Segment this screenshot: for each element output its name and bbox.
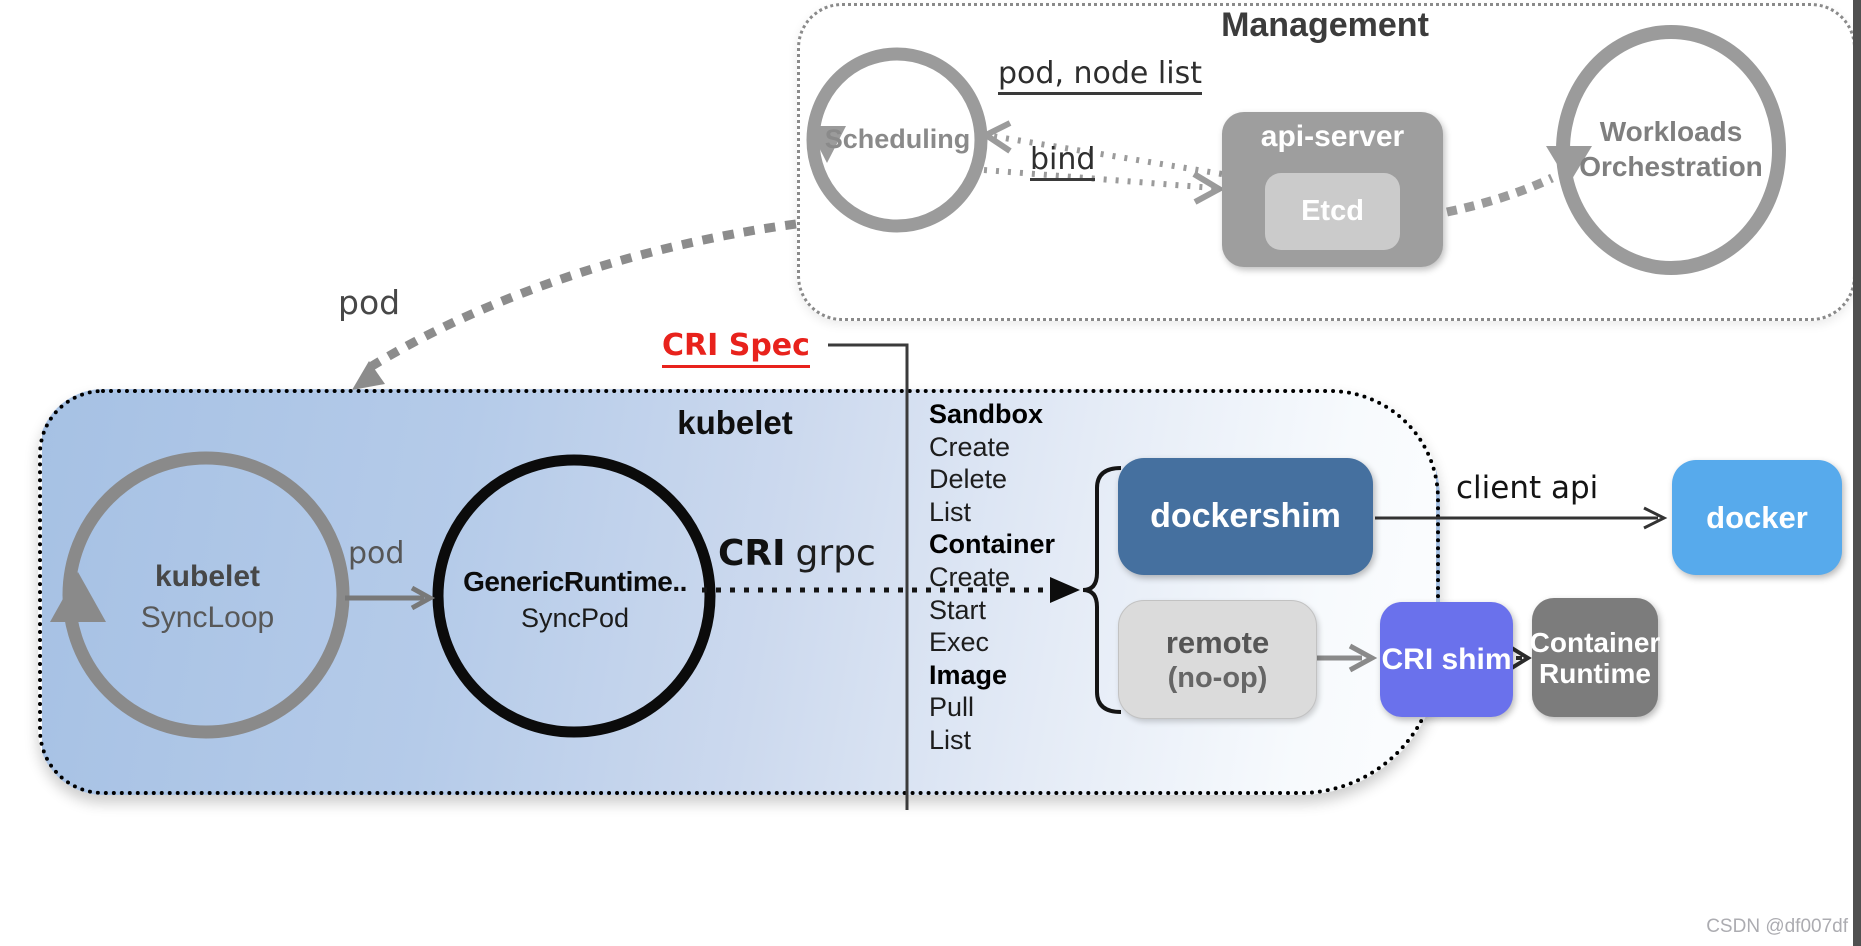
- client-api-label: client api: [1456, 470, 1599, 506]
- cri-spec-connector-line: [828, 343, 909, 810]
- remote-label: remote: [1165, 624, 1270, 660]
- crishim-to-runtime-arrowhead-icon: [1508, 645, 1532, 671]
- syncloop-to-runtime-arrowhead-icon: [410, 585, 436, 611]
- pod-curve-arrowhead-icon: [352, 361, 385, 390]
- scheduling-to-apiserver-arrowhead-icon: [1192, 171, 1226, 205]
- remote-to-crishim-arrowhead-icon: [1348, 643, 1378, 673]
- pod-arrow-label: pod: [348, 536, 405, 571]
- generic-runtime-label: GenericRuntime.. SyncPod: [444, 564, 706, 636]
- docker-label: docker: [1706, 499, 1808, 535]
- cri-shim-box: CRI shim: [1380, 602, 1513, 717]
- cri-method-item: Pull: [929, 692, 975, 723]
- management-title: Management: [1221, 6, 1429, 44]
- cri-spec-label: CRI Spec: [662, 328, 810, 368]
- cri-method-item: List: [929, 724, 972, 755]
- workloads-line1: Workloads: [1599, 116, 1743, 147]
- cri-grpc-arrowhead-icon: [1050, 577, 1080, 603]
- pod-curve-label: pod: [338, 283, 401, 322]
- cri-method-item: Start: [929, 594, 987, 625]
- apiserver-to-scheduling-arrowhead-icon: [980, 120, 1012, 154]
- cri-method-item: Container: [929, 529, 1056, 560]
- generic-runtime-subtitle: SyncPod: [520, 603, 630, 633]
- right-edge-strip: [1853, 0, 1861, 946]
- dockershim-box: dockershim: [1118, 458, 1373, 575]
- cri-grpc-rest-part: grpc: [795, 533, 876, 574]
- syncloop-arrowhead-icon: [50, 572, 106, 622]
- etcd-label: Etcd: [1301, 195, 1364, 227]
- generic-runtime-circle: [432, 454, 716, 738]
- etcd-box: [1265, 173, 1400, 250]
- runtime-options-brace: [1082, 466, 1122, 714]
- cri-method-item: Exec: [929, 627, 990, 658]
- cri-grpc-bold-part: CRI: [718, 533, 786, 574]
- scheduling-to-apiserver-arrow: [983, 167, 1215, 191]
- container-runtime-line1: Container: [1529, 626, 1661, 658]
- workloads-loop-arrowhead-icon: [1546, 146, 1592, 184]
- cri-method-item: Create: [929, 561, 1011, 592]
- kubelet-box-title: kubelet: [677, 404, 793, 441]
- workloads-orchestration-label: Workloads Orchestration: [1558, 114, 1784, 184]
- scheduling-loop-arrowhead-icon: [808, 126, 846, 163]
- dockershim-label: dockershim: [1150, 497, 1341, 535]
- pod-node-list-label: pod, node list: [998, 56, 1202, 95]
- api-server-label: api-server: [1260, 120, 1405, 153]
- cri-method-list: Sandbox Create Delete List Container Cre…: [929, 398, 1104, 757]
- cri-method-item: Image: [929, 659, 1008, 690]
- cri-method-item: List: [929, 496, 972, 527]
- docker-box: docker: [1672, 460, 1842, 575]
- cri-shim-label: CRI shim: [1381, 642, 1512, 676]
- kubelet-group-box: [38, 389, 1440, 795]
- generic-runtime-title: GenericRuntime..: [463, 566, 687, 597]
- apiserver-to-workloads-arrow: [1446, 173, 1554, 217]
- scheduling-label: Scheduling: [824, 124, 971, 154]
- cri-method-item: Create: [929, 431, 1011, 462]
- apiserver-to-scheduling-arrow: [991, 133, 1223, 177]
- container-runtime-box: Container Runtime: [1529, 598, 1661, 717]
- workloads-line2: Orchestration: [1579, 151, 1763, 182]
- remote-box: remote (no-op): [1118, 600, 1317, 719]
- csdn-watermark: CSDN @df007df: [1706, 916, 1848, 937]
- syncloop-label: kubelet SyncLoop: [80, 556, 335, 638]
- cri-method-item: Sandbox: [929, 399, 1044, 429]
- container-runtime-line2: Runtime: [1539, 657, 1651, 689]
- bind-label: bind: [1030, 142, 1096, 181]
- cri-method-item: Delete: [929, 464, 1008, 495]
- client-api-arrowhead-icon: [1643, 506, 1668, 530]
- syncloop-title: kubelet: [154, 560, 261, 593]
- syncloop-subtitle: SyncLoop: [140, 601, 275, 634]
- remote-noop-label: (no-op): [1167, 661, 1268, 694]
- management-to-kubelet-pod-arrow: [369, 219, 797, 370]
- scheduling-loop-circle: [806, 47, 988, 233]
